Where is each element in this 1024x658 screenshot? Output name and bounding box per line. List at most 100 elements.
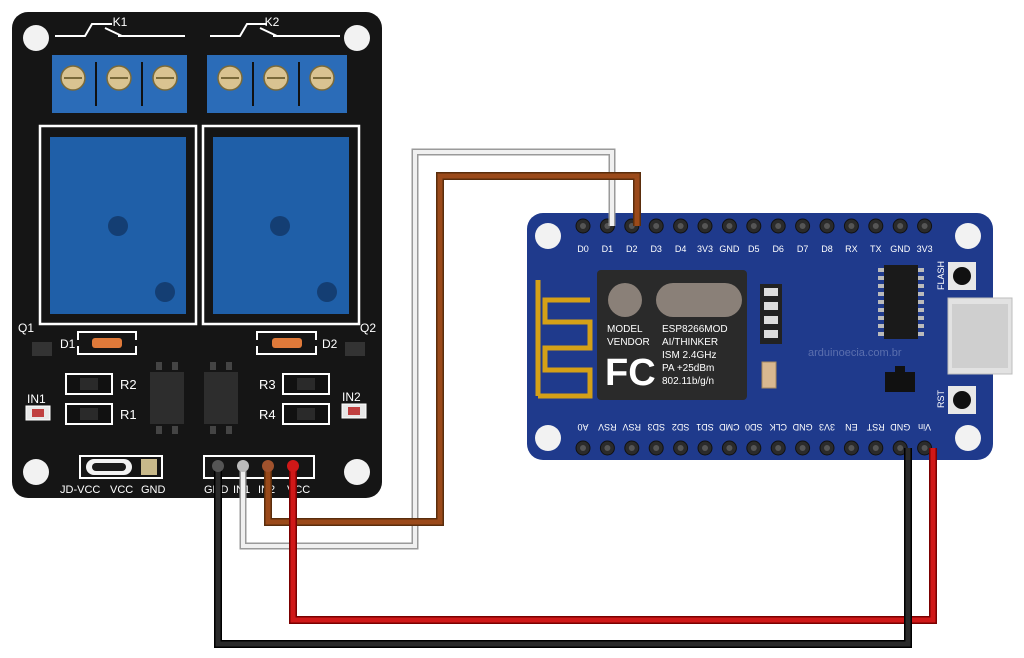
pin-hole	[921, 223, 928, 229]
chip-leg	[918, 300, 924, 304]
power-header	[79, 455, 163, 479]
relay-dot	[317, 282, 337, 302]
rst-button-cap[interactable]	[953, 391, 971, 409]
usb-chip	[884, 265, 918, 339]
pin-hole	[799, 445, 806, 451]
pin-hole	[750, 223, 757, 229]
pin-hole	[604, 445, 611, 451]
relay-symbol-k2	[210, 23, 340, 37]
pin-label: GND	[890, 422, 911, 432]
pin-label: TX	[870, 244, 882, 254]
pin-label: D8	[821, 244, 833, 254]
diode-d1	[92, 338, 122, 348]
resistor-array	[760, 284, 782, 344]
esp-module-dot	[608, 283, 642, 317]
usb-chip-legs	[878, 268, 924, 336]
led-label-in1: IN1	[27, 392, 46, 406]
chip-leg	[918, 332, 924, 336]
transistor-q1	[32, 342, 52, 356]
chip-leg	[878, 316, 884, 320]
mount-hole	[535, 223, 561, 249]
wire-in1-d1	[241, 150, 614, 548]
chip-leg	[878, 324, 884, 328]
chip-leg	[878, 268, 884, 272]
pin-label: GND	[792, 422, 813, 432]
pin-hole	[775, 445, 782, 451]
smd-component	[761, 361, 777, 389]
relay-dot	[270, 216, 290, 236]
fcc-logo-icon: FC	[605, 352, 656, 394]
pin-hole	[580, 223, 586, 229]
optocoupler-1	[150, 372, 184, 424]
module-line-1: ESP8266MOD	[662, 324, 728, 335]
pin-label: CLK	[769, 422, 787, 432]
pin-label: GND	[719, 244, 740, 254]
watermark: arduinoecia.com.br	[808, 347, 902, 359]
chip-leg	[918, 324, 924, 328]
module-model: MODEL	[607, 324, 643, 335]
pin-label: Vin	[918, 422, 931, 432]
chip-leg	[918, 276, 924, 280]
module-line-5: 802.11b/g/n	[662, 376, 714, 387]
relay-outline-k1	[38, 124, 198, 326]
power-header-label-vcc: VCC	[110, 484, 133, 496]
pin-label: SD0	[745, 422, 763, 432]
flash-button-cap[interactable]	[953, 267, 971, 285]
pin-hole	[702, 445, 708, 451]
relay-module: K1 K2 Q1 Q2	[12, 12, 382, 498]
wire-in2-d2	[265, 173, 640, 525]
optocoupler-2	[204, 372, 238, 424]
rst-button-label: RST	[936, 389, 946, 408]
chip-leg	[918, 292, 924, 296]
pin-hole	[750, 445, 757, 451]
resistor-label-r1: R1	[120, 407, 137, 422]
pin-hole	[799, 223, 806, 229]
header-pin	[141, 459, 157, 475]
pin-label: D2	[626, 244, 638, 254]
transistor-q2	[345, 342, 365, 356]
pin-hole	[653, 445, 660, 451]
resistor-bodies	[80, 378, 315, 420]
pin-hole	[653, 223, 660, 229]
chip-leg	[918, 316, 924, 320]
pin-label: RSV	[598, 422, 617, 432]
power-header-label-gnd: GND	[141, 484, 166, 496]
module-line-3: ISM 2.4GHz	[662, 350, 716, 361]
pin-label: RSV	[623, 422, 642, 432]
pin-label: D3	[650, 244, 662, 254]
diode-label-d1: D1	[60, 337, 76, 351]
pin-label: 3V3	[697, 244, 713, 254]
pin-label: D6	[772, 244, 784, 254]
esp-module-oval	[656, 283, 742, 317]
led-label-in2: IN2	[342, 390, 361, 404]
pin-label: SD2	[672, 422, 690, 432]
chip-leg	[918, 308, 924, 312]
optocoupler-pins	[156, 362, 232, 434]
relay-label-k1: K1	[113, 15, 128, 29]
mount-hole	[955, 223, 981, 249]
relay-label-k2: K2	[265, 15, 280, 29]
resistor-label-r4: R4	[259, 407, 276, 422]
mount-hole	[23, 25, 49, 51]
pin-label: SD1	[696, 422, 714, 432]
diode-label-d2: D2	[322, 337, 338, 351]
pin-hole	[580, 445, 586, 451]
chip-leg	[878, 332, 884, 336]
mount-hole	[23, 459, 49, 485]
pin-hole	[872, 223, 879, 229]
relay-symbol-k1	[55, 23, 185, 37]
wire-vcc-vin-outline	[289, 448, 937, 624]
pin-label: RX	[845, 244, 858, 254]
pin-hole	[897, 223, 904, 229]
antenna-trace	[535, 280, 593, 399]
pin-label: A0	[577, 422, 588, 432]
pin-hole	[702, 223, 708, 229]
relay-dot	[155, 282, 175, 302]
pin-hole	[726, 445, 733, 451]
diode-d2	[272, 338, 302, 348]
pin-label: 3V3	[917, 244, 933, 254]
chip-leg	[878, 284, 884, 288]
